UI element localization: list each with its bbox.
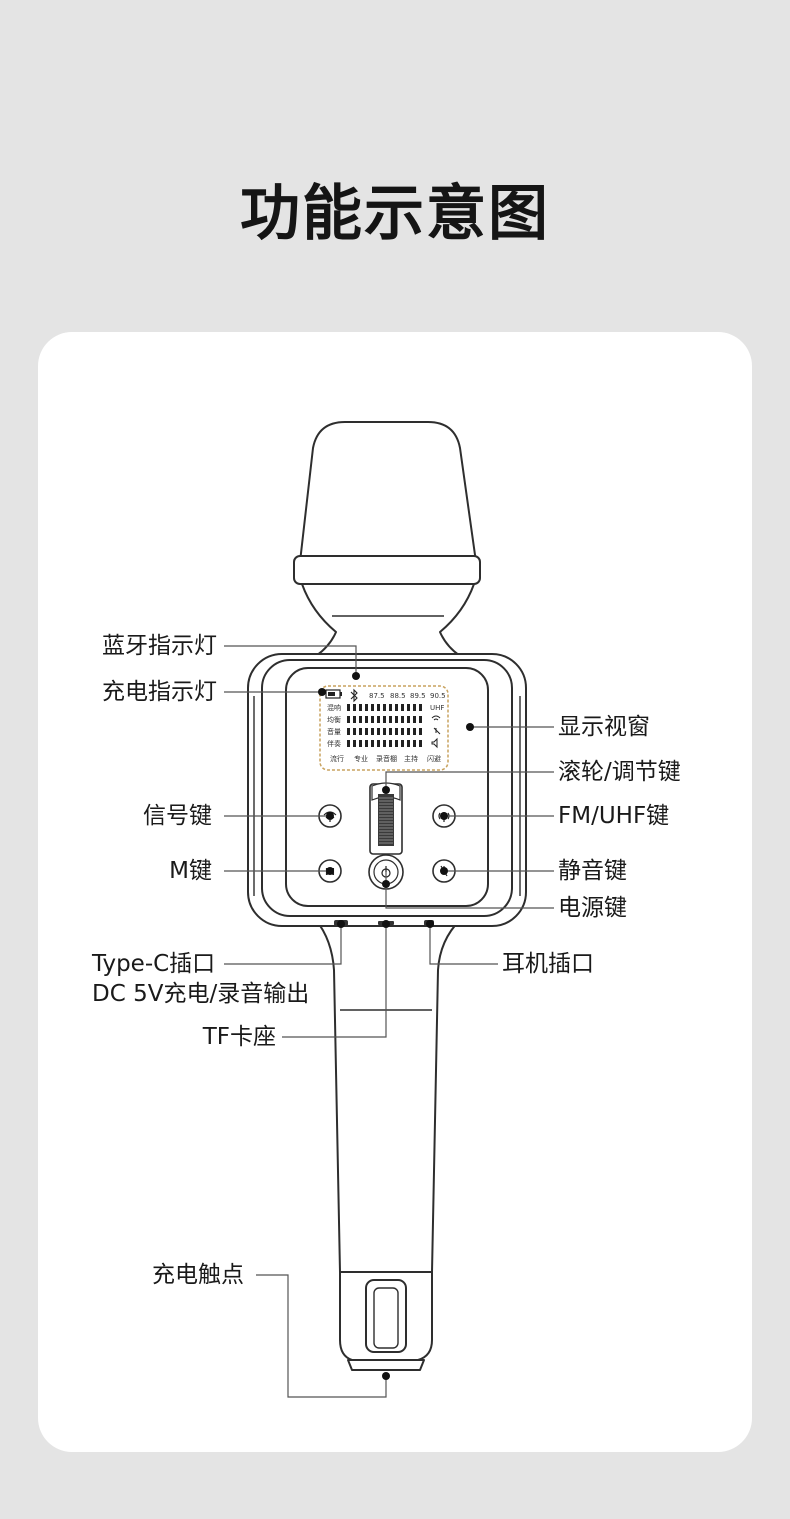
callout-charge-contacts: 充电触点: [152, 1262, 244, 1288]
callout-type-c-description: DC 5V充电/录音输出: [92, 981, 310, 1007]
level-segment: [383, 740, 386, 747]
level-segment: [383, 728, 386, 735]
row-label: 均衡: [327, 715, 341, 724]
level-segment: [353, 728, 356, 735]
mode-label: 录音棚: [376, 754, 397, 763]
level-bars: [347, 704, 422, 747]
level-segment: [389, 704, 392, 711]
level-segment: [371, 740, 374, 747]
level-segment: [395, 704, 398, 711]
mode-label: 闪避: [427, 754, 441, 763]
freq-label: 89.5: [410, 692, 426, 700]
callout-type-c-port: Type-C插口: [92, 951, 216, 977]
mic-mute-icon: [433, 727, 441, 735]
callout-earphone-jack: 耳机插口: [502, 951, 594, 977]
row-label: 伴奏: [327, 739, 341, 748]
freq-label: 88.5: [390, 692, 406, 700]
level-segment: [359, 728, 362, 735]
level-segment: [401, 716, 404, 723]
level-segment: [377, 728, 380, 735]
level-segment: [377, 704, 380, 711]
level-segment: [347, 716, 350, 723]
level-segment: [383, 716, 386, 723]
callout-bluetooth-led: 蓝牙指示灯: [102, 633, 217, 659]
mic-handle: [315, 919, 461, 1273]
level-segment: [413, 716, 416, 723]
mic-grille: [299, 421, 477, 563]
callout-fm-uhf-key: FM/UHF键: [558, 803, 670, 829]
level-segment: [347, 704, 350, 711]
level-segment: [419, 704, 422, 711]
level-segment: [377, 716, 380, 723]
level-segment: [407, 716, 410, 723]
bluetooth-icon: [350, 688, 358, 703]
uhf-label: UHF: [430, 704, 444, 712]
mode-label: 主持: [404, 754, 418, 763]
level-segment: [347, 728, 350, 735]
level-segment: [347, 740, 350, 747]
callout-tf-slot: TF卡座: [202, 1024, 276, 1050]
level-segment: [365, 704, 368, 711]
level-segment: [365, 716, 368, 723]
wifi-icon: [431, 715, 441, 721]
level-segment: [389, 728, 392, 735]
level-segment: [371, 704, 374, 711]
level-segment: [413, 728, 416, 735]
row-label: 混响: [327, 703, 341, 712]
level-segment: [407, 728, 410, 735]
level-segment: [353, 716, 356, 723]
level-segment: [401, 740, 404, 747]
mode-label: 流行: [330, 754, 344, 763]
page-title: 功能示意图: [240, 179, 550, 249]
row-label: 音量: [327, 727, 341, 736]
level-segment: [407, 740, 410, 747]
callout-charge-led: 充电指示灯: [102, 679, 217, 705]
mode-label: 专业: [354, 754, 368, 763]
battery-icon: [325, 689, 342, 699]
level-segment: [419, 740, 422, 747]
level-segment: [365, 728, 368, 735]
callout-mute-key: 静音键: [558, 858, 627, 884]
level-segment: [365, 740, 368, 747]
mic-ring: [293, 555, 481, 585]
level-segment: [419, 716, 422, 723]
level-segment: [371, 716, 374, 723]
level-segment: [419, 728, 422, 735]
level-segment: [359, 716, 362, 723]
level-segment: [377, 740, 380, 747]
level-segment: [413, 740, 416, 747]
level-segment: [389, 740, 392, 747]
level-segment: [383, 704, 386, 711]
level-segment: [395, 728, 398, 735]
callout-signal-key: 信号键: [143, 803, 212, 829]
level-segment: [353, 740, 356, 747]
callout-display-window: 显示视窗: [558, 714, 650, 740]
level-segment: [413, 704, 416, 711]
freq-label: 90.5: [430, 692, 446, 700]
level-segment: [371, 728, 374, 735]
freq-label: 87.5: [369, 692, 385, 700]
level-segment: [401, 704, 404, 711]
level-segment: [407, 704, 410, 711]
level-segment: [401, 728, 404, 735]
mic-neck: [301, 583, 475, 657]
level-segment: [359, 740, 362, 747]
speaker-icon: [431, 737, 438, 749]
level-segment: [395, 740, 398, 747]
level-segment: [395, 716, 398, 723]
level-segment: [389, 716, 392, 723]
level-segment: [359, 704, 362, 711]
callout-m-key: M键: [169, 858, 212, 884]
level-segment: [353, 704, 356, 711]
callout-scroll-wheel: 滚轮/调节键: [558, 759, 681, 785]
callout-power-key: 电源键: [558, 895, 627, 921]
